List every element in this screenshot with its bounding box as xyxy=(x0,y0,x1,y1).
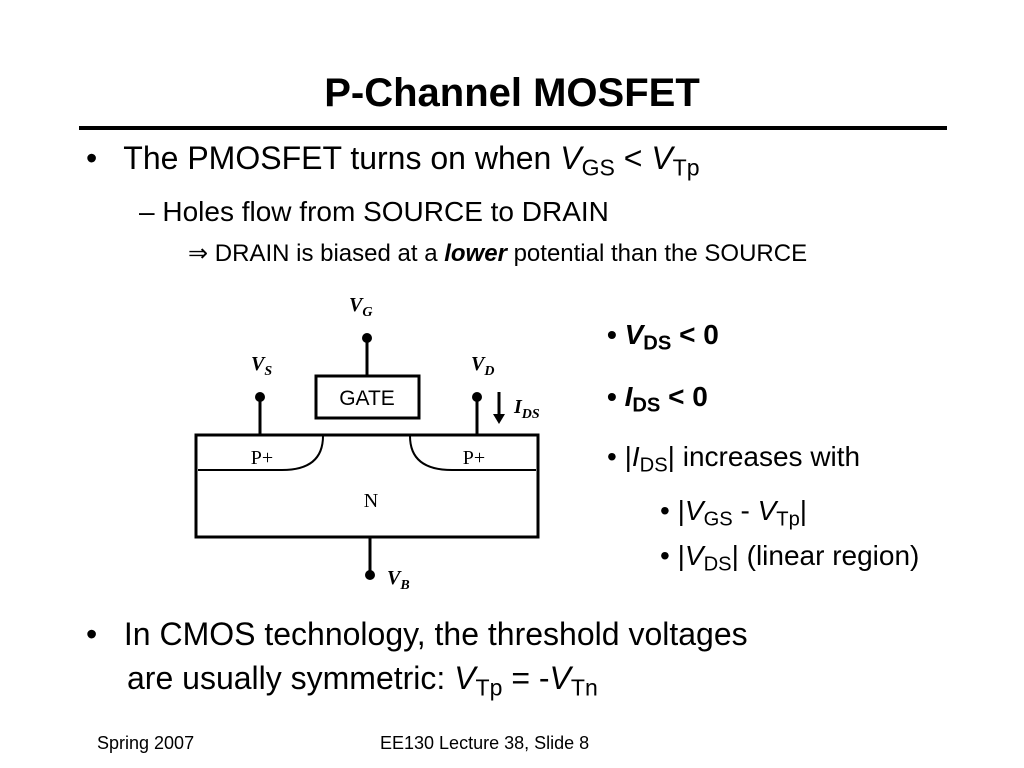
body-terminal-dot xyxy=(365,570,375,580)
bullet-marker: • xyxy=(607,319,617,350)
condition-text: | increases with xyxy=(667,441,861,472)
drain-p-plus-region xyxy=(409,435,536,471)
bullet-marker: • xyxy=(86,140,98,176)
vg-label: VG xyxy=(349,294,372,320)
implies-arrow-icon: ⇒ xyxy=(188,240,209,267)
var-v: V xyxy=(651,140,673,176)
condition-text: < 0 xyxy=(671,319,719,350)
footer-slide-info: EE130 Lecture 38, Slide 8 xyxy=(380,733,590,753)
emphasis-lower: lower xyxy=(444,240,507,267)
gate-terminal-dot xyxy=(362,333,372,343)
bullet-cmos-symmetric: • In CMOS technology, the threshold volt… xyxy=(86,612,748,709)
condition-text: | (linear region) xyxy=(731,540,920,571)
abs-open: | xyxy=(669,540,685,571)
right-subitem-vds-linear: • |VDS| (linear region) xyxy=(660,539,919,582)
substrate-label: N xyxy=(364,490,378,512)
abs-open: | xyxy=(616,441,632,472)
bullet-text-pre: DRAIN is biased at a xyxy=(208,240,445,267)
ids-arrowhead-icon xyxy=(493,414,505,424)
sub-gs: GS xyxy=(703,508,733,531)
sub-ds: DS xyxy=(639,454,668,477)
right-item-ids-increases: • |IDS| increases with xyxy=(607,440,860,483)
bullet-marker: • xyxy=(607,381,617,412)
right-subitem-vgs-vtp: • |VGS - VTp| xyxy=(660,494,807,537)
sub-gs: GS xyxy=(581,154,615,181)
ids-label: IDS xyxy=(513,396,540,422)
drain-region-label: P+ xyxy=(463,447,485,469)
bullet-turn-on-condition: • The PMOSFET turns on when VGS < VTp xyxy=(86,138,700,187)
sub-ds: DS xyxy=(632,394,661,417)
operator: < xyxy=(623,140,652,176)
slide-title: P-Channel MOSFET xyxy=(324,71,700,115)
drain-terminal-dot xyxy=(472,392,482,402)
sub-bullet-holes-flow: – Holes flow from SOURCE to DRAIN xyxy=(139,194,609,230)
sub-ds: DS xyxy=(643,332,672,355)
source-region-label: P+ xyxy=(251,447,273,469)
condition-text: < 0 xyxy=(660,381,708,412)
bullet-text: The PMOSFET turns on when xyxy=(123,140,561,176)
footer-date: Spring 2007 xyxy=(97,733,195,753)
var-i: I xyxy=(631,441,640,472)
bullet-text-line1: In CMOS technology, the threshold voltag… xyxy=(123,616,748,652)
var-i: I xyxy=(624,381,633,412)
bullet-marker: • xyxy=(607,441,617,472)
right-item-vds: • VDS < 0 xyxy=(607,318,719,361)
operator: - xyxy=(732,495,758,526)
abs-open: | xyxy=(669,495,685,526)
bullet-text-post: potential than the SOURCE xyxy=(506,240,808,267)
var-v: V xyxy=(624,319,644,350)
bullet-text-line2: are usually symmetric: xyxy=(127,660,455,696)
source-p-plus-region xyxy=(198,435,324,471)
sub-tp: Tp xyxy=(475,674,503,701)
var-v: V xyxy=(757,495,777,526)
var-v: V xyxy=(684,540,704,571)
vd-label: VD xyxy=(471,353,494,379)
gate-label: GATE xyxy=(339,387,395,410)
sub-tp: Tp xyxy=(776,508,800,531)
var-v: V xyxy=(454,660,476,696)
title-underline xyxy=(79,126,947,130)
bullet-marker: • xyxy=(660,495,670,526)
var-v: V xyxy=(684,495,704,526)
var-v: V xyxy=(560,140,582,176)
vs-label: VS xyxy=(251,353,272,379)
bullet-text: Holes flow from SOURCE to DRAIN xyxy=(162,196,609,227)
n-substrate-box xyxy=(194,433,540,539)
right-item-ids: • IDS < 0 xyxy=(607,380,708,423)
sub-tp: Tp xyxy=(672,154,700,181)
var-v: V xyxy=(549,660,571,696)
bullet-marker: • xyxy=(86,616,98,652)
sub-sub-bullet-drain-bias: ⇒ DRAIN is biased at a lower potential t… xyxy=(188,238,807,270)
bullet-marker: – xyxy=(139,196,155,227)
sub-ds: DS xyxy=(703,553,732,576)
source-terminal-dot xyxy=(255,392,265,402)
vb-label: VB xyxy=(387,567,410,593)
bullet-marker: • xyxy=(660,540,670,571)
abs-close: | xyxy=(799,495,808,526)
gate-box xyxy=(314,374,421,420)
operator: = - xyxy=(502,660,550,696)
sub-tn: Tn xyxy=(570,674,598,701)
